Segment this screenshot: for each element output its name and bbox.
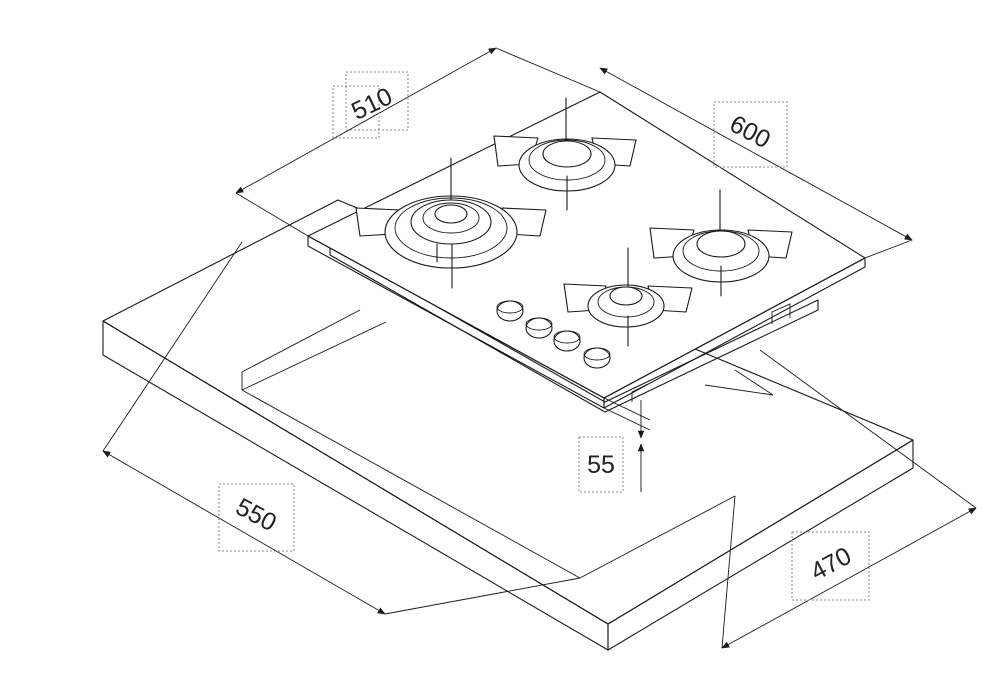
- knob-1: [496, 300, 524, 322]
- knob-2: [525, 317, 553, 339]
- dimension-470: 470: [721, 349, 977, 649]
- dimension-55: 55: [578, 397, 651, 493]
- burner-wok: [355, 157, 547, 289]
- cutout-opening-edge: [241, 372, 581, 579]
- hob-body-bracket: [771, 303, 791, 324]
- label-hob-depth: 510: [347, 82, 397, 125]
- knob-4: [583, 347, 611, 369]
- countertop-side-face: [607, 439, 914, 651]
- control-knobs: [496, 300, 611, 369]
- cutout-opening-edge-3: [579, 495, 736, 579]
- knob-3: [553, 330, 581, 352]
- countertop: [102, 199, 914, 651]
- burner-front-small: [563, 247, 693, 347]
- label-cutout-depth: 470: [806, 542, 856, 586]
- hob-glass-edge-side: [603, 257, 866, 409]
- label-cutout-width: 550: [231, 493, 281, 537]
- label-build-in-height: 55: [587, 451, 615, 479]
- cutout-opening-edge-2: [241, 321, 387, 391]
- cutout-opening: [241, 309, 361, 373]
- label-hob-width: 600: [725, 110, 775, 154]
- cutout-opening-edge-4: [704, 369, 774, 396]
